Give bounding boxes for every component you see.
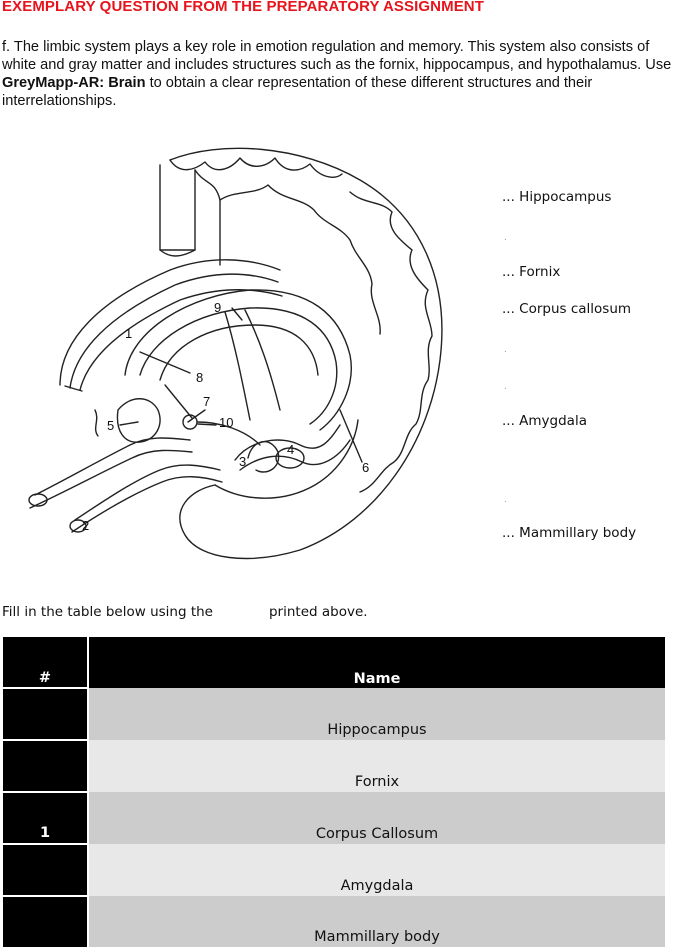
label-dot: .: [504, 494, 507, 505]
label-corpus-callosum: ... Corpus callosum: [502, 301, 632, 317]
label-dot: .: [504, 344, 507, 355]
instruction-after: printed above.: [268, 604, 368, 620]
intro-paragraph: f. The limbic system plays a key role in…: [2, 38, 685, 110]
figure-number-9: 9: [214, 300, 221, 315]
app-name: GreyMapp-AR: Brain: [2, 75, 146, 91]
row-number-cell[interactable]: [3, 895, 89, 947]
table-row: Amygdala: [3, 843, 665, 896]
table-row: Fornix: [3, 739, 665, 792]
row-name-cell: Hippocampus: [88, 688, 665, 740]
header-name: Name: [88, 637, 665, 688]
limbic-system-illustration: 1 2 3 4 5 6 7 8 9 10: [20, 140, 490, 570]
row-name-cell: Mammillary body: [88, 896, 665, 947]
label-dot: .: [504, 232, 507, 243]
figure-number-5: 5: [107, 418, 114, 433]
row-number-cell[interactable]: [3, 739, 89, 792]
label-fornix: ... Fornix: [502, 264, 561, 280]
figure-number-7: 7: [203, 394, 210, 409]
intro-text-1: f. The limbic system plays a key role in…: [2, 39, 672, 73]
intro-text-2: to obtain a clear representation of thes…: [2, 75, 593, 109]
table-row: Hippocampus: [3, 687, 665, 740]
row-number-cell[interactable]: [3, 843, 89, 896]
label-mammillary-body: ... Mammillary body: [502, 525, 637, 541]
table-instruction: Fill in the table below using the printed…: [2, 604, 368, 620]
label-hippocampus: ... Hippocampus: [502, 189, 612, 205]
figure-number-2: 2: [82, 518, 89, 533]
row-name-cell: Corpus Callosum: [88, 792, 665, 844]
figure-number-3: 3: [239, 454, 246, 469]
header-number: #: [3, 637, 89, 688]
row-name-cell: Fornix: [88, 740, 665, 792]
figure-number-8: 8: [196, 370, 203, 385]
instruction-before: Fill in the table below using the: [2, 604, 213, 620]
table-header-row: # Name: [3, 637, 665, 688]
table-row: Mammillary body: [3, 895, 665, 947]
figure-number-1: 1: [125, 326, 132, 341]
brain-drawing: 1 2 3 4 5 6 7 8 9 10: [28, 147, 443, 560]
table-row: 1 Corpus Callosum: [3, 791, 665, 844]
row-number-cell[interactable]: [3, 687, 89, 740]
label-dot: .: [504, 381, 507, 392]
label-amygdala: ... Amygdala: [502, 413, 587, 429]
row-name-cell: Amygdala: [88, 844, 665, 896]
figure-number-10: 10: [219, 415, 233, 430]
figure-number-4: 4: [287, 442, 294, 457]
answer-table: # Name Hippocampus Fornix 1 Corpus Callo…: [3, 637, 665, 947]
figure-number-6: 6: [362, 460, 369, 475]
assignment-header: EXEMPLARY QUESTION FROM THE PREPARATORY …: [2, 0, 484, 15]
row-number-cell[interactable]: 1: [3, 791, 89, 844]
